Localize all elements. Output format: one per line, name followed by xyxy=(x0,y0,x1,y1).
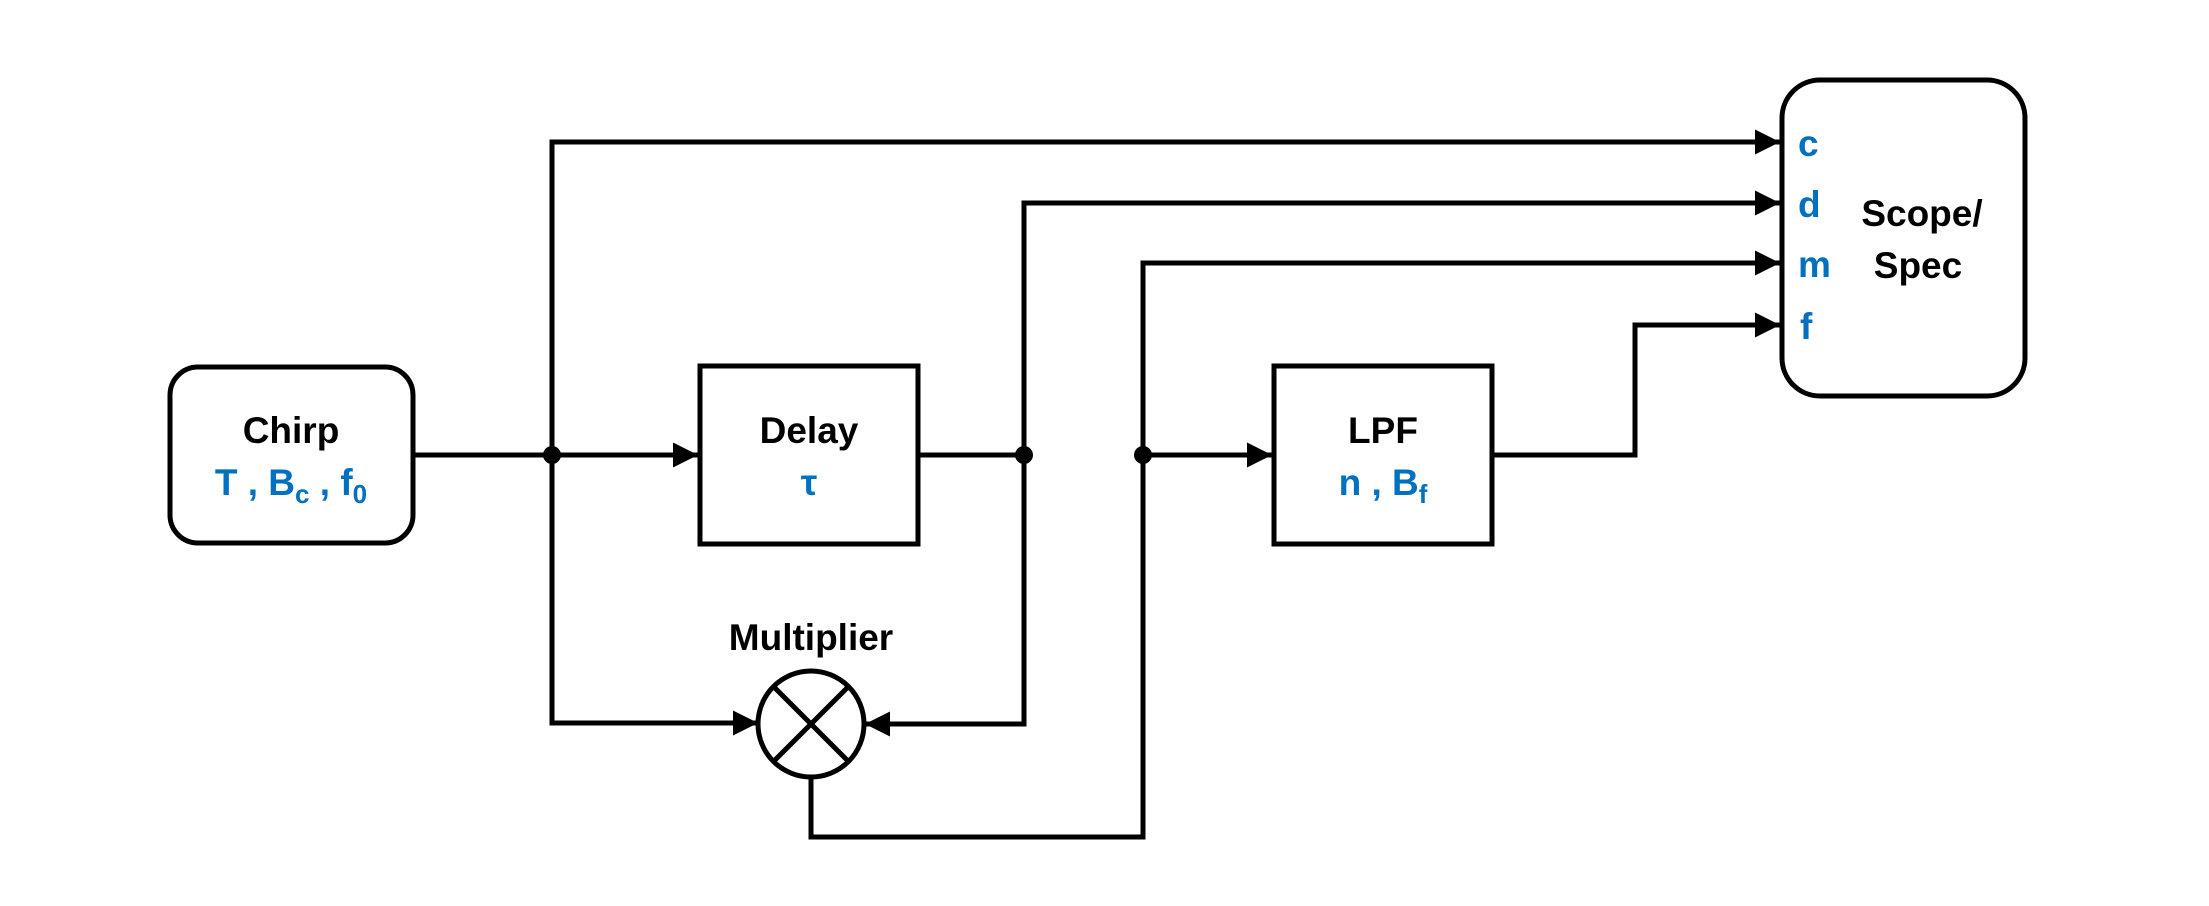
lpf-param-B-sub: f xyxy=(1419,479,1428,509)
wire-delay-to-multiplier xyxy=(865,455,1027,737)
circle-cross-icon xyxy=(755,668,867,780)
delay-box xyxy=(697,363,921,547)
chirp-param-B-sub: c xyxy=(295,479,309,509)
scope-port-m: m xyxy=(1798,244,1831,285)
chirp-title: Chirp xyxy=(243,410,340,451)
delay-block[interactable]: Delay τ xyxy=(697,363,921,547)
wire-multiplier-to-scope-m xyxy=(1140,250,1780,455)
delay-param-tau: τ xyxy=(801,462,818,503)
chirp-param-f: f xyxy=(340,462,353,503)
lpf-block[interactable]: LPF n , Bf xyxy=(1271,363,1495,547)
scope-port-c: c xyxy=(1798,123,1819,164)
lpf-param-sep: , xyxy=(1361,462,1392,503)
chirp-param-B: B xyxy=(268,462,295,503)
wire-delay-to-scope-d xyxy=(1021,190,1780,455)
multiplier-title: Multiplier xyxy=(729,617,893,658)
scope-block[interactable]: Scope/ Spec c d m f xyxy=(1779,77,2028,399)
junctions xyxy=(543,446,1152,464)
chirp-param-sep: , xyxy=(310,462,341,503)
chirp-param-f-sub: 0 xyxy=(353,479,367,509)
chirp-box xyxy=(167,364,416,546)
wire-multiplier-out xyxy=(808,455,1146,840)
scope-title-line2: Spec xyxy=(1874,245,1962,286)
chirp-block[interactable]: Chirp T , Bc , f0 xyxy=(167,364,416,546)
junction-dot xyxy=(1015,446,1033,464)
delay-title: Delay xyxy=(760,410,859,451)
junction-dot xyxy=(543,446,561,464)
junction-dot xyxy=(1134,446,1152,464)
scope-box xyxy=(1779,77,2028,399)
chirp-params: T , Bc , f0 xyxy=(215,462,367,509)
lpf-params: n , Bf xyxy=(1339,462,1428,509)
lpf-title: LPF xyxy=(1348,410,1418,451)
scope-port-f: f xyxy=(1800,306,1813,347)
lpf-box xyxy=(1271,363,1495,547)
multiplier-block[interactable]: Multiplier xyxy=(729,617,893,780)
scope-title-line1: Scope/ xyxy=(1861,193,1982,234)
scope-port-d: d xyxy=(1798,184,1821,225)
chirp-param-sep: , xyxy=(237,462,268,503)
wires xyxy=(413,129,1780,840)
wire-lpf-to-scope-f xyxy=(1492,312,1780,458)
lpf-param-B: B xyxy=(1392,462,1419,503)
wire-chirp-to-multiplier xyxy=(549,455,758,736)
lpf-param-n: n xyxy=(1339,462,1362,503)
chirp-param-T: T xyxy=(215,462,238,503)
wire-chirp-to-scope-c xyxy=(549,129,1780,455)
